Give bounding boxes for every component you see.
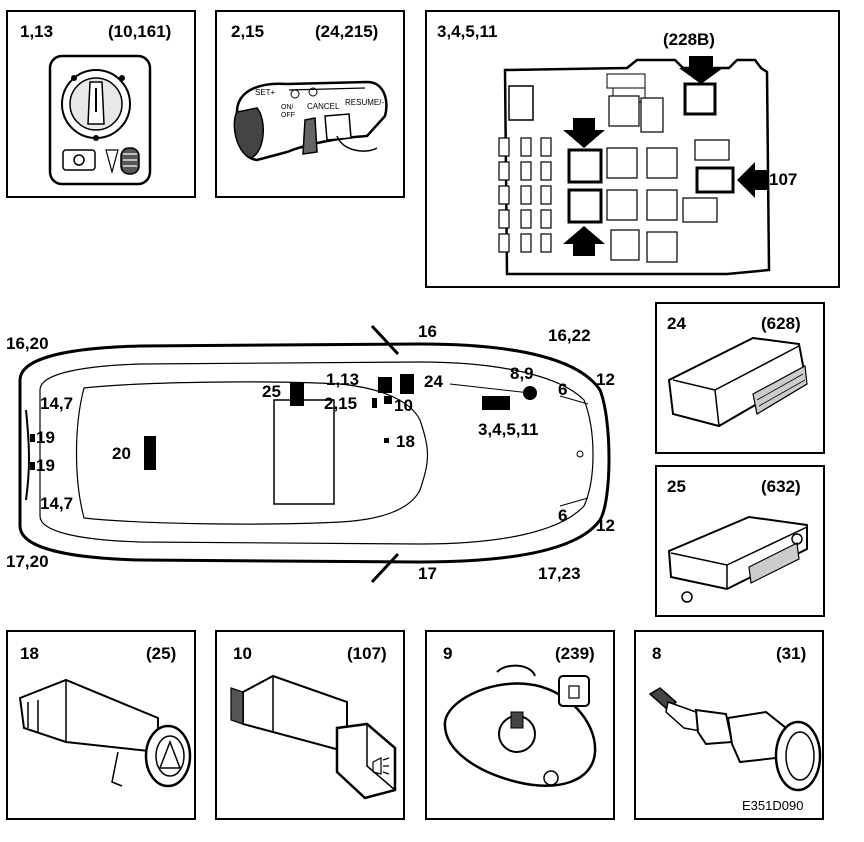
module-24-illustration <box>667 336 808 428</box>
module-25-illustration <box>667 515 808 603</box>
car-label: 6 <box>558 506 568 525</box>
car-label: 25 <box>262 382 281 401</box>
fusebox-callout-107: 107 <box>769 170 798 189</box>
panel-id: 1,13 <box>20 22 54 41</box>
panel-reference: (107) <box>347 644 387 663</box>
panel-sensor-8: 8 (31) <box>634 630 824 820</box>
car-label: 16 <box>418 322 437 341</box>
light-switch-illustration <box>48 54 152 186</box>
panel-fusebox: 3,4,5,11 (228B) 8A 8 107 <box>425 10 840 288</box>
car-label: 8,9 <box>510 364 534 383</box>
panel-sensor-9: 9 (239) <box>425 630 615 820</box>
panel-reference: (31) <box>776 644 807 663</box>
fusebox-illustration <box>498 56 771 276</box>
panel-id: 8 <box>652 644 662 663</box>
panel-reference: (25) <box>146 644 177 663</box>
temperature-sensor-illustration <box>648 687 822 792</box>
car-label: 19 <box>36 456 55 475</box>
panel-reference: (24,215) <box>315 22 379 41</box>
car-top-view <box>18 324 611 584</box>
panel-module-25: 25 (632) <box>655 465 825 617</box>
car-label: 10 <box>394 396 413 415</box>
car-label: 3,4,5,11 <box>478 420 539 439</box>
car-label: 14,7 <box>40 394 74 413</box>
car-label: 16,20 <box>6 334 49 353</box>
hazard-switch-illustration <box>18 678 192 788</box>
car-label: 12 <box>596 370 615 389</box>
car-label: 24 <box>424 372 443 391</box>
fusebox-callout-228b: (228B) <box>663 30 715 49</box>
car-label: 19 <box>36 428 55 447</box>
panel-reference: (632) <box>761 477 801 496</box>
car-label: 6 <box>558 380 568 399</box>
panel-connector-18: 18 (25) <box>6 630 196 820</box>
car-label: 17,20 <box>6 552 49 571</box>
car-label: 17,23 <box>538 564 581 583</box>
panel-id: 9 <box>443 644 453 663</box>
stalk-text-resume: RESUME/- <box>345 98 385 107</box>
car-label: 14,7 <box>40 494 74 513</box>
panel-id: 25 <box>667 477 686 496</box>
stalk-text-onoff: ON/ OFF <box>281 104 295 119</box>
car-label: 2,15 <box>324 394 358 413</box>
car-label: 12 <box>596 516 615 535</box>
panel-cruise-stalk: 2,15 (24,215) SET+ ON/ OFF CANCEL RESUME… <box>215 10 405 198</box>
panel-id: 18 <box>20 644 39 663</box>
panel-light-switch: 1,13 (10,161) <box>6 10 196 198</box>
car-label: 1,13 <box>326 370 360 389</box>
cruise-stalk-illustration <box>233 80 388 162</box>
panel-module-24: 24 (628) <box>655 302 825 454</box>
stalk-text-cancel: CANCEL <box>307 102 340 111</box>
car-label: 18 <box>396 432 415 451</box>
panel-id: 24 <box>667 314 686 333</box>
panel-reference: (239) <box>555 644 595 663</box>
panel-switch-10: 10 (107) <box>215 630 405 820</box>
panel-reference: (628) <box>761 314 801 333</box>
panel-id: 10 <box>233 644 252 663</box>
position-sensor-illustration <box>443 664 597 787</box>
car-label: 16,22 <box>548 326 591 345</box>
panel-id: 3,4,5,11 <box>437 22 498 41</box>
car-label: 17 <box>418 564 437 583</box>
stalk-text-set: SET+ <box>255 88 276 97</box>
panel-id: 2,15 <box>231 22 265 41</box>
fog-light-switch-illustration <box>230 674 397 800</box>
car-label: 20 <box>112 444 131 463</box>
figure-code: E351D090 <box>742 798 804 813</box>
panel-reference: (10,161) <box>108 22 172 41</box>
